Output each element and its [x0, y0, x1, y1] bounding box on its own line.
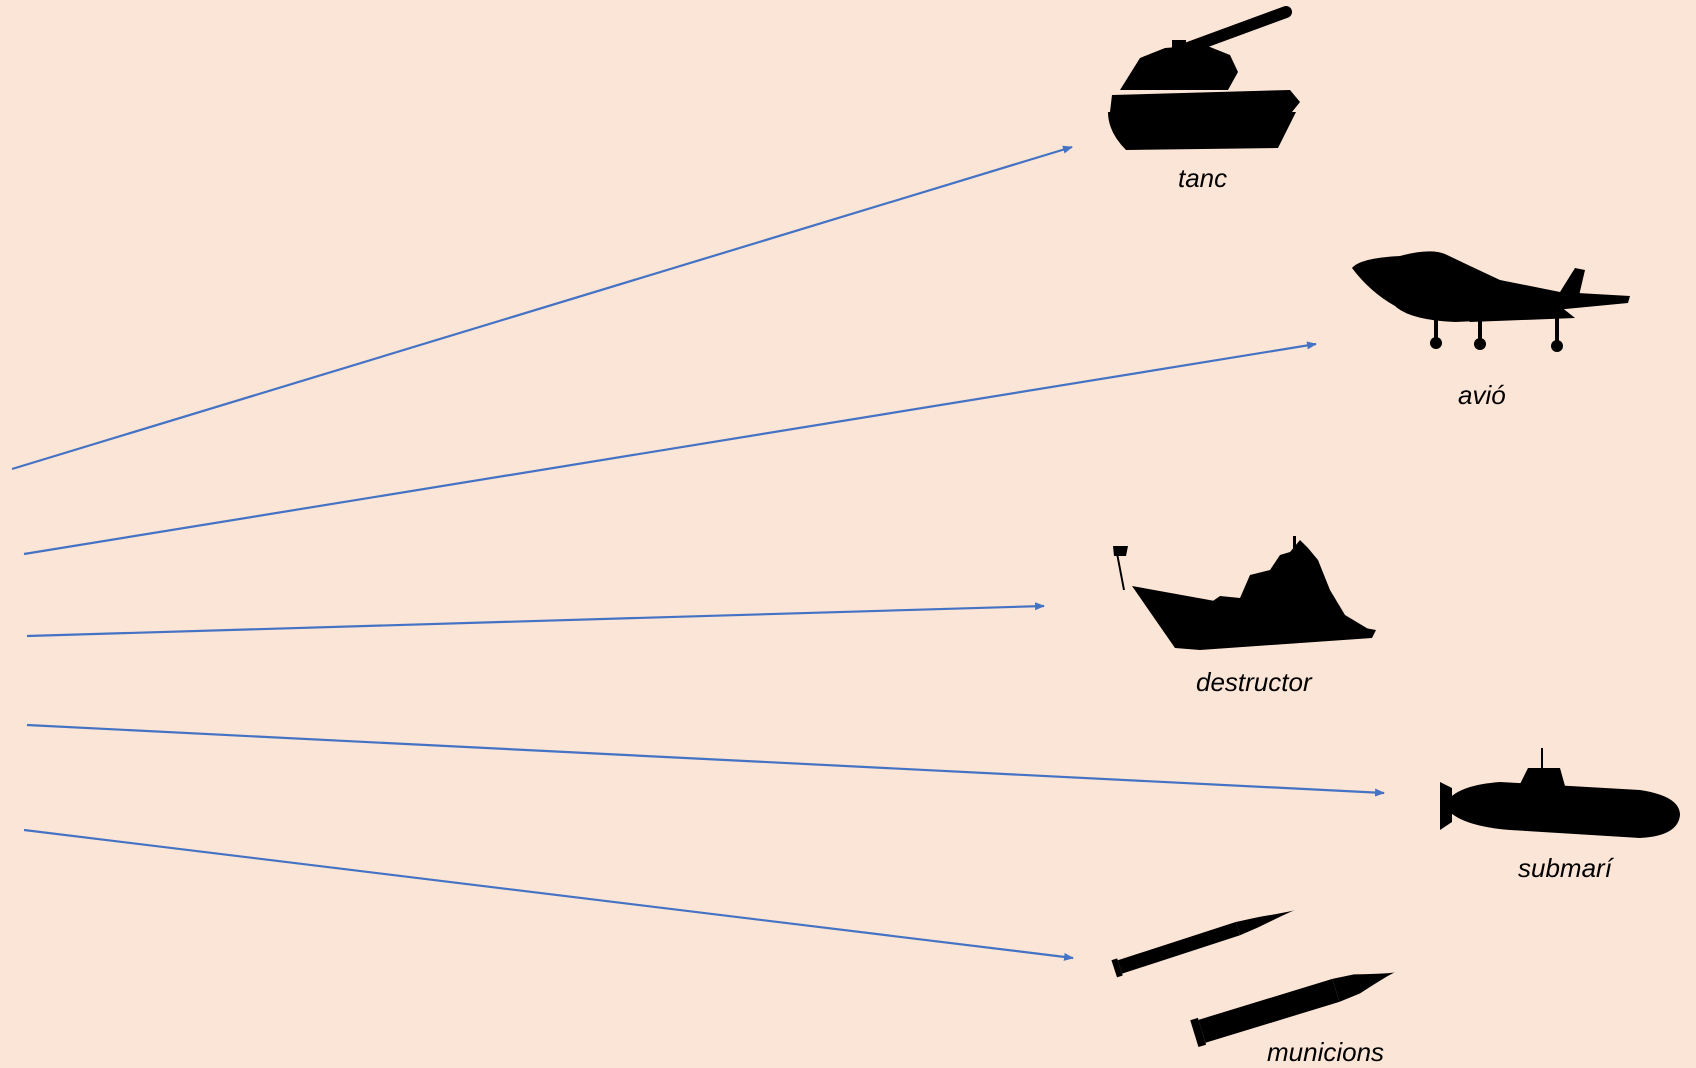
ammunition-icon [1111, 910, 1396, 1048]
arrows [11, 145, 1385, 961]
arrow-to-destroyer [26, 602, 1045, 638]
label-submarine: submarí [1518, 853, 1612, 883]
destroyer-ship-icon [1113, 536, 1376, 650]
label-airplane: avió [1458, 380, 1506, 410]
label-ammunition: municions [1267, 1037, 1385, 1067]
airplane-icon [1352, 251, 1630, 352]
arrow-to-ammunition [23, 828, 1074, 961]
arrow-to-tank [11, 145, 1073, 471]
label-destroyer: destructor [1196, 667, 1312, 697]
arrow-to-submarine [26, 723, 1385, 797]
arrow-to-airplane [23, 341, 1317, 556]
label-tank: tanc [1178, 163, 1228, 193]
submarine-icon [1440, 748, 1680, 838]
tank-icon [1108, 6, 1300, 150]
